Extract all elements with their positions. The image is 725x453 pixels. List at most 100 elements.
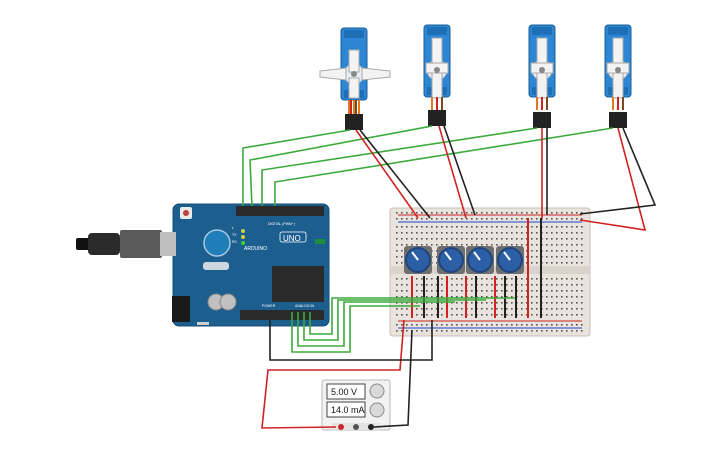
breadboard-hole <box>426 296 428 298</box>
breadboard-hole <box>466 226 468 228</box>
breadboard-hole <box>401 278 403 280</box>
breadboard-hole <box>521 278 523 280</box>
usb-cable <box>76 230 176 258</box>
voltage-knob[interactable] <box>369 383 385 399</box>
breadboard-hole <box>561 212 563 214</box>
breadboard-hole <box>461 308 463 310</box>
breadboard-hole <box>501 302 503 304</box>
breadboard-hole <box>441 278 443 280</box>
breadboard-hole <box>581 284 583 286</box>
breadboard-hole <box>496 238 498 240</box>
breadboard-hole <box>551 302 553 304</box>
breadboard-hole <box>421 290 423 292</box>
arduino-analog-label: ANALOG IN <box>295 304 315 308</box>
breadboard-hole <box>486 324 488 326</box>
breadboard-hole <box>506 308 508 310</box>
breadboard-hole <box>426 238 428 240</box>
breadboard-hole <box>531 232 533 234</box>
breadboard-hole <box>486 226 488 228</box>
potentiometer-4[interactable] <box>496 246 524 274</box>
power-supply[interactable]: 5.00 V 14.0 mA <box>321 379 391 431</box>
breadboard-hole <box>501 226 503 228</box>
servo-2[interactable] <box>423 24 451 126</box>
breadboard-hole <box>581 302 583 304</box>
breadboard-hole <box>456 314 458 316</box>
breadboard-hole <box>571 262 573 264</box>
arduino-brand-label: ARDUINO <box>244 246 267 252</box>
servo-4[interactable] <box>604 24 632 128</box>
breadboard-hole <box>551 256 553 258</box>
breadboard-hole <box>551 278 553 280</box>
breadboard-hole <box>571 212 573 214</box>
breadboard-hole <box>496 278 498 280</box>
breadboard-hole <box>471 218 473 220</box>
breadboard-hole <box>496 308 498 310</box>
breadboard-hole <box>491 302 493 304</box>
breadboard-hole <box>506 296 508 298</box>
breadboard-hole <box>451 290 453 292</box>
breadboard-hole <box>416 308 418 310</box>
breadboard-hole <box>546 278 548 280</box>
breadboard-hole <box>536 256 538 258</box>
breadboard-hole <box>576 284 578 286</box>
breadboard-hole <box>536 212 538 214</box>
potentiometer-3[interactable] <box>466 246 494 274</box>
breadboard-hole <box>581 250 583 252</box>
breadboard-hole <box>461 284 463 286</box>
breadboard-hole <box>456 278 458 280</box>
breadboard-hole <box>436 262 438 264</box>
breadboard-hole <box>396 284 398 286</box>
breadboard-hole <box>426 308 428 310</box>
breadboard-hole <box>421 226 423 228</box>
breadboard-hole <box>556 308 558 310</box>
breadboard-hole <box>506 290 508 292</box>
breadboard-hole <box>576 278 578 280</box>
breadboard-hole <box>416 278 418 280</box>
breadboard-hole <box>536 278 538 280</box>
breadboard-hole <box>551 330 553 332</box>
breadboard-hole <box>436 278 438 280</box>
breadboard-hole <box>511 308 513 310</box>
breadboard-hole <box>521 302 523 304</box>
breadboard-hole <box>421 324 423 326</box>
breadboard-hole <box>476 330 478 332</box>
breadboard-hole <box>531 296 533 298</box>
breadboard-hole <box>421 218 423 220</box>
potentiometer-1[interactable] <box>404 246 432 274</box>
arduino-uno[interactable]: ARDUINO UNO DIGITAL (PWM~) POWER ANALOG … <box>172 203 330 327</box>
breadboard-hole <box>431 290 433 292</box>
breadboard-hole <box>421 296 423 298</box>
breadboard-hole <box>571 278 573 280</box>
breadboard-hole <box>431 232 433 234</box>
servo-3[interactable] <box>528 24 556 128</box>
breadboard-hole <box>551 314 553 316</box>
breadboard-hole <box>521 212 523 214</box>
breadboard-hole <box>556 232 558 234</box>
breadboard-hole <box>506 314 508 316</box>
breadboard-hole <box>566 296 568 298</box>
breadboard-hole <box>456 324 458 326</box>
breadboard-hole <box>396 290 398 292</box>
breadboard-hole <box>416 296 418 298</box>
breadboard-hole <box>516 330 518 332</box>
breadboard-hole <box>411 226 413 228</box>
breadboard-hole <box>506 232 508 234</box>
breadboard-hole <box>566 238 568 240</box>
breadboard-hole <box>506 244 508 246</box>
breadboard-hole <box>561 330 563 332</box>
breadboard-hole <box>441 244 443 246</box>
breadboard-hole <box>506 238 508 240</box>
servo-1[interactable] <box>319 27 391 130</box>
breadboard-hole <box>501 296 503 298</box>
breadboard-hole <box>416 244 418 246</box>
breadboard-hole <box>471 308 473 310</box>
breadboard-hole <box>566 262 568 264</box>
potentiometer-2[interactable] <box>437 246 465 274</box>
current-knob[interactable] <box>369 402 385 418</box>
breadboard-hole <box>486 244 488 246</box>
breadboard-hole <box>446 212 448 214</box>
breadboard-hole <box>461 278 463 280</box>
breadboard-hole <box>446 232 448 234</box>
breadboard-hole <box>581 290 583 292</box>
breadboard-hole <box>561 314 563 316</box>
